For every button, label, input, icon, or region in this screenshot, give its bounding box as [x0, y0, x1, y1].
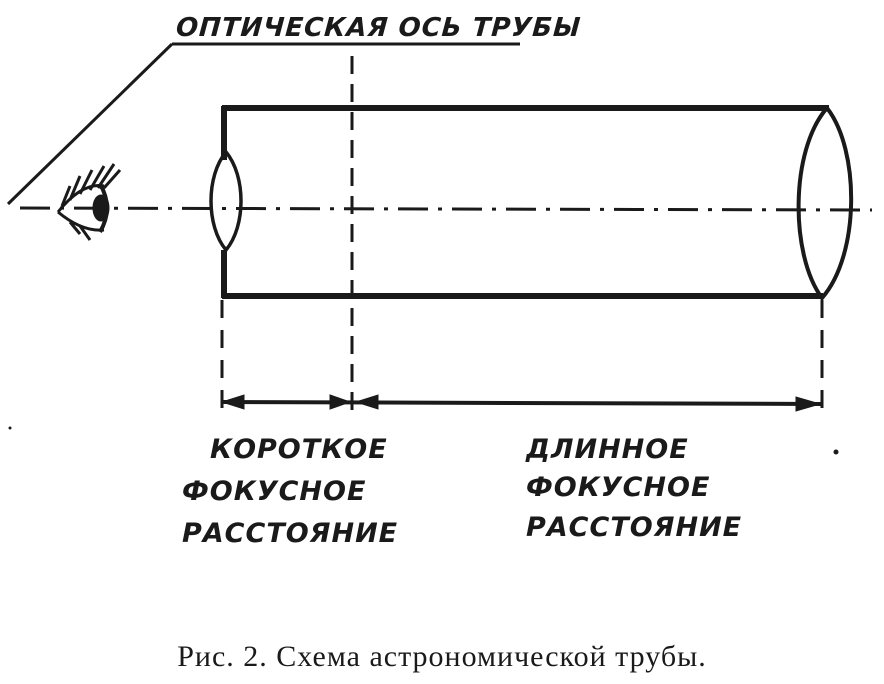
dimension-extension-lines [220, 300, 824, 420]
focal-dimension-line [220, 394, 823, 412]
long-focal-label: ДЛИННОЕ ФОКУСНОЕ РАССТОЯНИЕ [525, 434, 742, 543]
optical-axis-label: ОПТИЧЕСКАЯ ОСЬ ТРУБЫ [175, 13, 582, 43]
axis-label-leader [6, 42, 520, 206]
short-focal-label: КОРОТКОЕ ФОКУСНОЕ РАССТОЯНИЕ [182, 434, 398, 549]
long-focal-line-2: ФОКУСНОЕ [526, 472, 710, 503]
eye-icon [56, 163, 122, 241]
short-focal-line-2: ФОКУСНОЕ [182, 476, 366, 507]
speck [833, 449, 839, 455]
speck [8, 426, 12, 430]
short-focal-line-3: РАССТОЯНИЕ [182, 518, 398, 549]
eyepiece-lens-icon [209, 149, 243, 253]
long-focal-line-1: ДЛИННОЕ [525, 434, 689, 465]
long-focal-line-3: РАССТОЯНИЕ [526, 512, 742, 543]
objective-lens-icon [796, 104, 854, 302]
short-focal-line-1: КОРОТКОЕ [210, 434, 388, 465]
optical-axis [19, 206, 873, 212]
telescope-tube [221, 105, 829, 299]
figure-caption: Рис. 2. Схема астрономической трубы. [177, 640, 707, 673]
